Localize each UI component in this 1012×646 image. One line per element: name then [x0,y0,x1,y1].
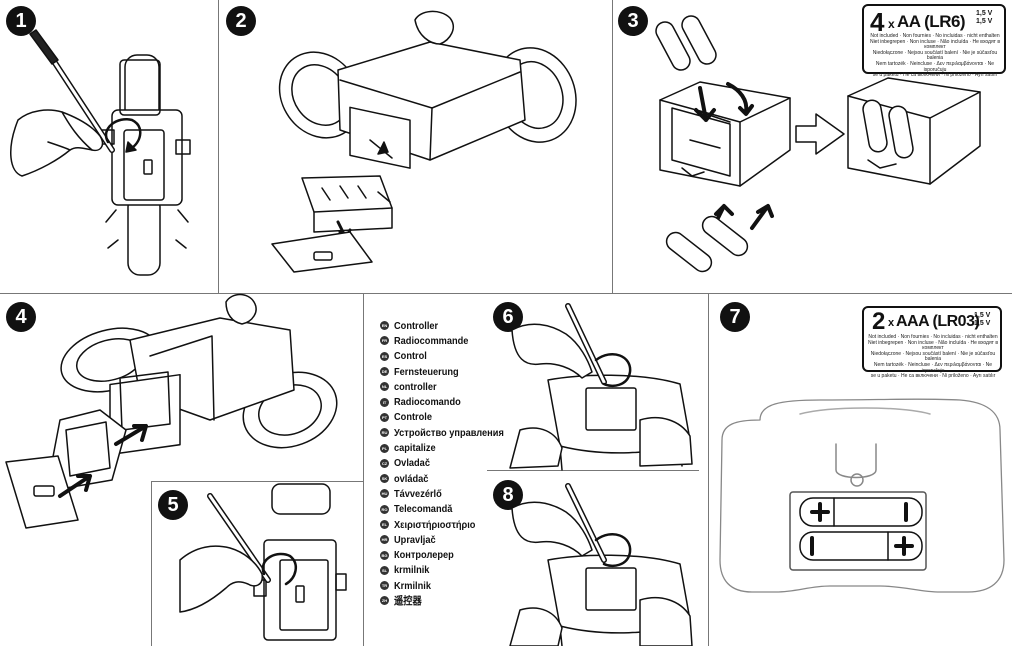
step-2-illustration [271,10,577,273]
divider-2-3 [612,0,613,293]
language-row: SL krmilnik [380,563,519,578]
battery-aaa-disclaimer: Not included · Non fournies · No incluid… [867,334,999,380]
battery-aa-x: x [888,17,895,31]
language-label: Fernsteuerung [394,365,459,378]
language-code-badge: HR [380,535,389,545]
language-code-badge: TR [380,581,389,591]
language-label: Controle [394,411,432,424]
divider-6-8 [487,470,699,471]
language-code-badge: NL [380,382,389,392]
language-label: Устройство управления [394,426,504,439]
language-label: Krmilnik [394,579,431,592]
language-code-badge: EN [380,321,389,331]
language-code-badge: FR [380,336,389,346]
battery-aa-type: AA (LR6) [897,12,966,31]
language-code-badge: SL [380,565,389,575]
language-code-badge: PL [380,443,389,453]
language-code-badge: RO [380,504,389,514]
language-row: ES Control [380,349,519,364]
language-row: TR Krmilnik [380,578,519,593]
language-label: capitalize [394,442,436,455]
language-row: IT Radiocomando [380,394,519,409]
divider-lang [363,294,364,646]
language-label: ovládač [394,472,429,485]
battery-aaa-x: x [888,317,894,329]
step-7-illustration [719,398,1005,593]
language-row: FR Radiocommande [380,333,519,348]
language-list: EN Controller FR Radiocommande ES Control D… [380,318,519,609]
step-6-illustration [509,303,693,471]
language-row: RU Устройство управления [380,425,519,440]
language-code-badge: RU [380,428,389,438]
language-row: HR Upravljač [380,532,519,547]
language-label: Control [394,350,427,363]
divider-4-5 [151,481,363,482]
language-code-badge: PT [380,412,389,422]
battery-aaa-label: 2 x AAA (LR03) 1,5 V 1,5 V Not included … [862,306,1002,379]
step-5-badge: 5 [158,490,188,520]
language-code-badge: HU [380,489,389,499]
language-row: EL Χειριστήριοστήριο [380,517,519,532]
language-code-badge: ES [380,351,389,361]
battery-aa-count: 4 [870,7,884,37]
language-row: BG Контролерер [380,547,519,562]
language-label: krmilnik [394,564,430,577]
language-row: EN Controller [380,318,519,333]
language-label: 遥控器 [394,595,422,608]
language-row: HU Távvezérlő [380,486,519,501]
language-label: Radiocommande [394,334,469,347]
language-label: Controller [394,319,439,332]
step-8-illustration [509,483,693,646]
language-code-badge: CZ [380,458,389,468]
step-6-badge: 6 [493,302,523,332]
language-row: ZH 遥控器 [380,593,519,608]
battery-aaa-volt-2: 1,5 V [974,320,991,327]
divider-top [0,293,1012,294]
language-row: CZ Ovladač [380,456,519,471]
step-7-badge: 7 [720,302,750,332]
battery-aaa-volt-1: 1,5 V [974,312,991,319]
step-4-illustration [5,293,338,529]
language-row: PT Controle [380,410,519,425]
language-code-badge: SK [380,474,389,484]
language-row: SK ovládač [380,471,519,486]
battery-aa-label: 4 x AA (LR6) 1,5 V 1,5 V Not included · … [862,4,1006,78]
step-1-illustration [10,29,191,276]
divider-1-2 [218,0,219,293]
step-2-badge: 2 [226,6,256,36]
language-row: PL capitalize [380,440,519,455]
divider-6-7 [708,294,709,646]
language-label: Upravljač [394,533,436,546]
language-label: controller [394,380,437,393]
language-code-badge: ZH [380,596,389,606]
language-code-badge: IT [380,397,389,407]
divider-5 [151,481,152,646]
battery-aaa-count: 2 [872,308,885,335]
language-code-badge: BG [380,550,389,560]
step-4-badge: 4 [6,302,36,332]
language-code-badge: EL [380,520,389,529]
language-row: NL controller [380,379,519,394]
language-label: Távvezérlő [394,487,442,500]
language-label: Telecomandă [394,503,453,516]
language-label: Контролерер [394,549,454,562]
step-5-illustration [179,483,347,641]
battery-aa-volt-2: 1,5 V [976,18,993,25]
language-row: RO Telecomandă [380,502,519,517]
language-label: Ovladač [394,457,430,470]
language-code-badge: DE [380,367,389,377]
step-3-illustration [655,15,981,273]
language-label: Radiocomando [394,396,461,409]
battery-aaa-type: AAA (LR03) [896,313,980,330]
step-1-badge: 1 [6,6,36,36]
language-row: DE Fernsteuerung [380,364,519,379]
aa-battery-top-left [655,15,717,71]
battery-aa-disclaimer: Not included · Non fournies · No incluid… [869,33,1001,79]
battery-aa-volt-1: 1,5 V [976,10,993,17]
language-label: Χειριστήριοστήριο [394,518,476,531]
step-3-badge: 3 [618,6,648,36]
